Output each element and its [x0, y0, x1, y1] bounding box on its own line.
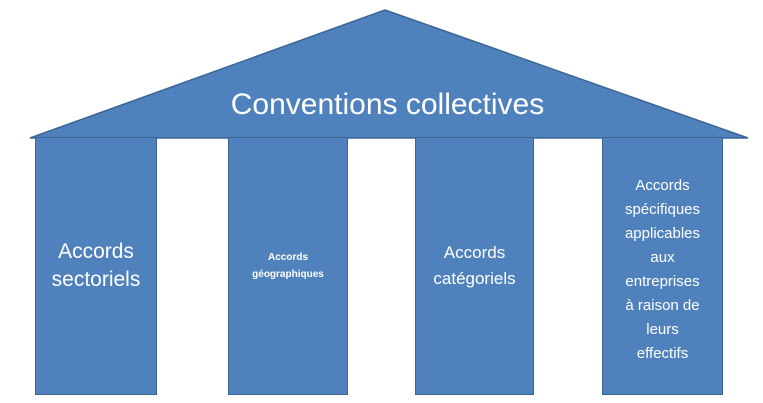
pillar-categoriels: Accords catégoriels [415, 137, 534, 395]
roof-title: Conventions collectives [230, 88, 545, 121]
pillar-geographiques: Accords géographiques [228, 137, 348, 395]
pillar-text: géographiques [252, 269, 324, 280]
pillar-text: à raison de [625, 297, 700, 314]
pillar-text: entreprises [625, 273, 700, 290]
pillar-text: Accords [58, 240, 134, 263]
pillar-text: Accords [635, 177, 690, 194]
pillar-text: catégoriels [433, 269, 516, 288]
pillar-specifiques: Accords spécifiques applicables aux entr… [602, 137, 723, 395]
pillar-text: sectoriels [51, 268, 141, 291]
pillar-text: Accords [443, 243, 506, 262]
pillar-text: effectifs [636, 345, 689, 362]
pillar-sectoriels: Accords sectoriels [35, 137, 157, 395]
pillar-text: applicables [624, 225, 701, 242]
pillar-text: leurs [646, 321, 679, 338]
pillar-text: aux [650, 249, 675, 266]
pillar-text: Accords [267, 252, 308, 263]
pillar-text: spécifiques [624, 201, 701, 218]
